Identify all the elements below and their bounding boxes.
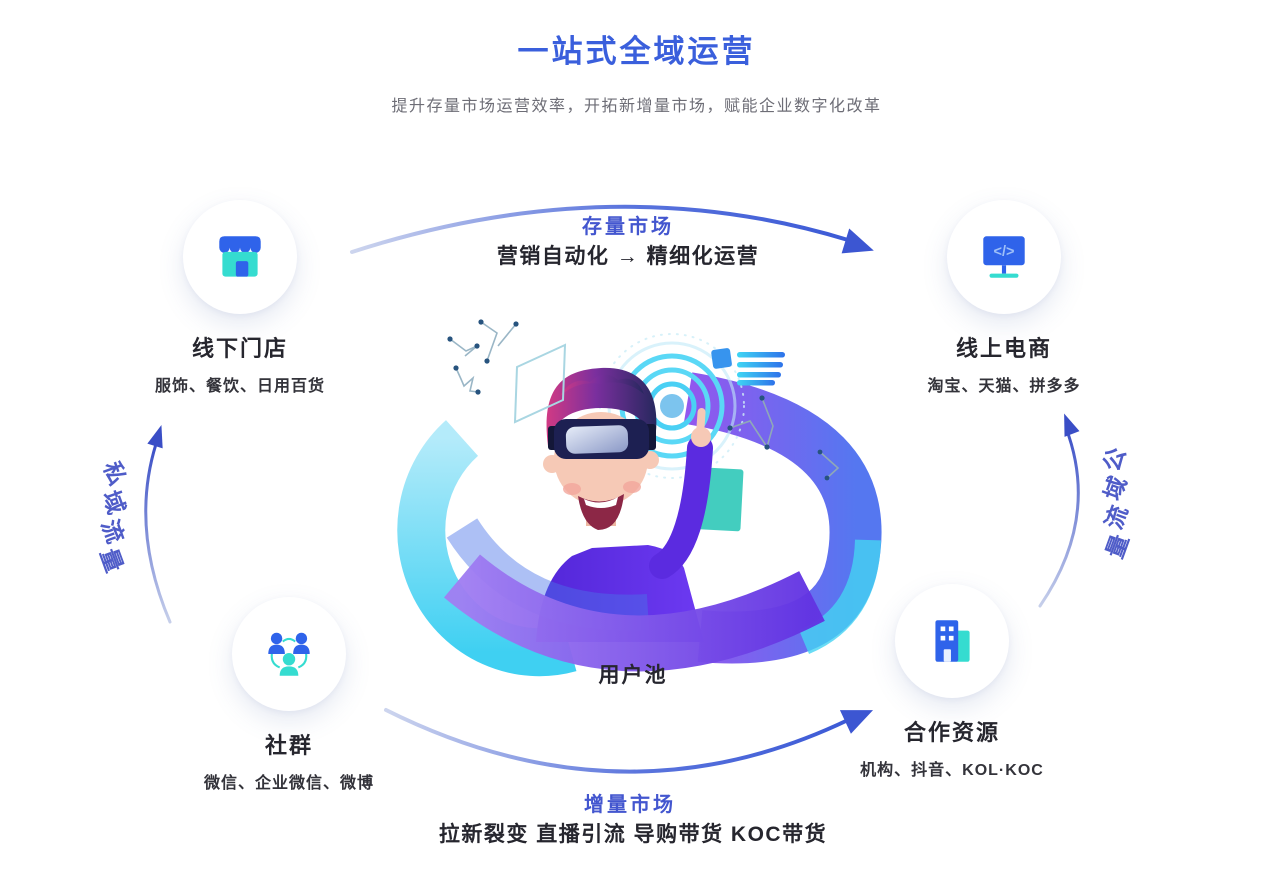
node-sublabel: 微信、企业微信、微博 xyxy=(203,775,374,792)
node-sublabel: 淘宝、天猫、拼多多 xyxy=(927,378,1081,395)
bottom-flow-desc: 拉新裂变 直播引流 导购带货 KOC带货 xyxy=(438,823,828,846)
bottom-arrow xyxy=(384,708,874,774)
left-arrow xyxy=(144,424,172,624)
node-label: 线上电商 xyxy=(955,336,1052,361)
vr-user-illustration xyxy=(397,319,882,677)
network-zigzag-dots xyxy=(727,395,830,481)
cheek-right xyxy=(623,481,641,493)
node-sublabel: 服饰、餐饮、日用百货 xyxy=(154,378,325,395)
vertical-char: 流 xyxy=(1099,501,1133,533)
teeth xyxy=(584,497,618,508)
vr-headset-icon xyxy=(548,419,656,459)
vertical-char: 域 xyxy=(1098,472,1132,504)
network-zigzag-icon xyxy=(729,397,840,479)
code-monitor-icon: </> xyxy=(947,200,1061,314)
buildings-icon xyxy=(895,584,1009,698)
right-arrow xyxy=(1038,413,1080,608)
svg-text:</>: </> xyxy=(994,244,1015,260)
vertical-char: 域 xyxy=(97,486,131,518)
constellation-icon xyxy=(449,321,517,393)
user-pool-label: 用户池 xyxy=(598,664,668,687)
left-flow-tag: 私域流量 xyxy=(96,458,131,575)
node-sublabel: 机构、抖音、KOL·KOC xyxy=(860,762,1044,779)
vertical-char: 流 xyxy=(96,515,130,547)
node-label: 线下门店 xyxy=(191,336,288,361)
node-label: 合作资源 xyxy=(903,720,1000,745)
top-arrow xyxy=(350,204,874,254)
vertical-char: 公 xyxy=(1097,443,1131,475)
vertical-char: 量 xyxy=(1100,530,1134,562)
ribbon-front-purple xyxy=(444,554,825,672)
node-community: 社群 微信、企业微信、微博 xyxy=(139,597,439,793)
ribbon-right-cyan-accent xyxy=(798,539,881,654)
top-flow-tag: 存量市场 xyxy=(582,216,674,238)
node-online-ecommerce: </> 线上电商 淘宝、天猫、拼多多 xyxy=(854,200,1154,396)
ear-right xyxy=(641,451,659,469)
right-flow-tag: 公域流量 xyxy=(1098,444,1133,561)
constellation-dots xyxy=(447,319,519,395)
people-network-icon xyxy=(232,597,346,711)
diamond-outline-icon xyxy=(513,343,567,424)
node-label: 社群 xyxy=(264,733,313,758)
cheek-left xyxy=(563,483,581,495)
page-subtitle: 提升存量市场运营效率，开拓新增量市场，赋能企业数字化改革 xyxy=(391,98,882,115)
storefront-icon xyxy=(183,200,297,314)
node-partner-resources: 合作资源 机构、抖音、KOL·KOC xyxy=(802,584,1102,780)
ear-left xyxy=(543,455,561,473)
top-flow-desc: 营销自动化 → 精细化运营 xyxy=(496,245,760,268)
hand xyxy=(691,427,711,447)
vertical-char: 量 xyxy=(95,544,129,576)
raised-arm xyxy=(649,435,713,579)
vertical-char: 私 xyxy=(98,457,132,489)
node-offline-store: 线下门店 服饰、餐饮、日用百货 xyxy=(90,200,390,396)
hair xyxy=(546,367,657,446)
hair-top xyxy=(560,374,644,396)
bottom-flow-tag: 增量市场 xyxy=(584,794,676,816)
header: 一站式全域运营 提升存量市场运营效率，开拓新增量市场，赋能企业数字化改革 xyxy=(0,0,1273,116)
ribbon-cyan-left xyxy=(397,420,577,677)
chat-lines-icon xyxy=(711,348,785,386)
page-title: 一站式全域运营 xyxy=(517,34,756,69)
